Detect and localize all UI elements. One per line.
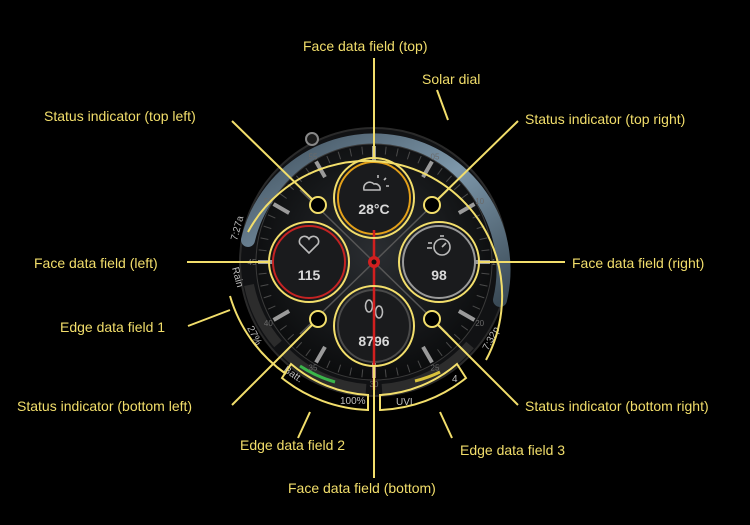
hour-marker: [272, 309, 291, 322]
minute-tick: [476, 294, 485, 299]
hour-marker: [314, 345, 327, 364]
minute-tick: [326, 155, 331, 164]
face-field-right: [402, 225, 476, 299]
minute-tick: [263, 294, 272, 299]
edge2-value: 100%: [340, 396, 366, 407]
solar-dial-arc: [241, 133, 511, 307]
minute-tick: [479, 283, 488, 287]
edge3-value: 4: [452, 374, 458, 385]
minute-tick: [326, 360, 331, 369]
label-face-left: Face data field (left): [34, 255, 158, 271]
minute-tick: [453, 184, 461, 191]
minute-tick: [279, 325, 287, 331]
minute-tick: [361, 146, 364, 155]
minute-tick: [461, 193, 469, 199]
dial-number: 25: [431, 364, 440, 373]
label-status-top-right: Status indicator (top right): [525, 111, 686, 127]
label-solar-dial: Solar dial: [422, 71, 481, 87]
hour-marker: [457, 202, 476, 215]
minute-tick: [361, 369, 364, 378]
minute-tick: [287, 333, 295, 340]
edge1-arc: [244, 283, 282, 348]
minute-tick: [445, 341, 452, 349]
minute-tick: [337, 364, 342, 373]
label-face-top: Face data field (top): [303, 38, 428, 54]
status-indicator-bottom-left: [309, 310, 327, 328]
label-face-bottom: Face data field (bottom): [288, 480, 436, 496]
footprints-icon: [364, 299, 384, 319]
face-top-value: 28°C: [358, 201, 389, 217]
heart-icon: [298, 235, 320, 255]
status-indicator-bottom-right: [423, 310, 441, 328]
dial-number: 35: [309, 364, 318, 373]
callout-edge1-arc: [229, 295, 287, 375]
label-edge-2: Edge data field 2: [240, 437, 346, 453]
callout-lines: [187, 58, 565, 478]
minute-tick: [395, 148, 399, 157]
minute-tick: [349, 367, 353, 376]
face-field-left: [272, 225, 346, 299]
minute-tick: [445, 175, 452, 183]
minute-tick: [417, 360, 422, 369]
minute-tick: [479, 237, 488, 241]
hour-marker: [272, 202, 291, 215]
hour-marker: [457, 309, 476, 322]
label-edge-3: Edge data field 3: [460, 442, 566, 458]
minute-tick: [296, 341, 303, 349]
minute-tick: [481, 249, 490, 252]
label-status-bottom-right: Status indicator (bottom right): [525, 398, 709, 414]
minute-tick: [384, 146, 387, 155]
minute-tick: [279, 193, 287, 199]
minute-tick: [349, 148, 353, 157]
dial-number: 55: [309, 152, 318, 161]
status-indicator-top-left: [309, 196, 327, 214]
dial-number: 50: [264, 197, 273, 206]
edge3-label: UVI: [396, 397, 413, 408]
callout-solar-arc: [247, 159, 504, 361]
dial-number: 10: [475, 197, 484, 206]
minute-tick: [481, 272, 490, 275]
label-status-top-left: Status indicator (top left): [44, 108, 196, 124]
label-status-bottom-left: Status indicator (bottom left): [17, 398, 193, 414]
face-left-value: 115: [298, 267, 321, 283]
minute-tick: [260, 237, 269, 241]
solar-dial-marker: [305, 132, 319, 146]
weather-icon: [362, 175, 389, 191]
minute-tick: [437, 167, 443, 175]
label-edge-1: Edge data field 1: [60, 319, 166, 335]
minute-tick: [260, 283, 269, 287]
edge3-uvi-bar: [414, 370, 441, 383]
minute-tick: [267, 305, 276, 310]
stopwatch-icon: [427, 235, 451, 256]
minute-tick: [384, 369, 387, 378]
dial-number: 40: [264, 319, 273, 328]
callout-edge3-box: [379, 362, 468, 412]
label-face-right: Face data field (right): [572, 255, 705, 271]
minute-tick: [337, 151, 342, 160]
minute-tick: [258, 249, 267, 252]
minute-tick: [258, 272, 267, 275]
minute-tick: [406, 364, 411, 373]
minute-tick: [267, 214, 276, 219]
hand-hub-center: [371, 259, 377, 265]
edge2-battery-bar: [299, 364, 336, 384]
minute-tick: [461, 325, 469, 331]
callout-edge2-box: [280, 362, 369, 412]
status-indicator-top-right: [423, 196, 441, 214]
hour-marker: [421, 345, 434, 364]
face-field-top: [337, 161, 411, 235]
minute-tick: [437, 349, 443, 357]
face-right-value: 98: [431, 267, 447, 283]
minute-tick: [395, 367, 399, 376]
minute-tick: [406, 151, 411, 160]
edge1-label: Rain: [229, 266, 245, 289]
minute-tick: [263, 225, 272, 230]
minute-tick: [305, 349, 311, 357]
minute-tick: [472, 305, 481, 310]
minute-tick: [417, 155, 422, 164]
dial-number: 20: [475, 319, 484, 328]
minute-tick: [453, 333, 461, 340]
dial-number: 05: [431, 152, 440, 161]
